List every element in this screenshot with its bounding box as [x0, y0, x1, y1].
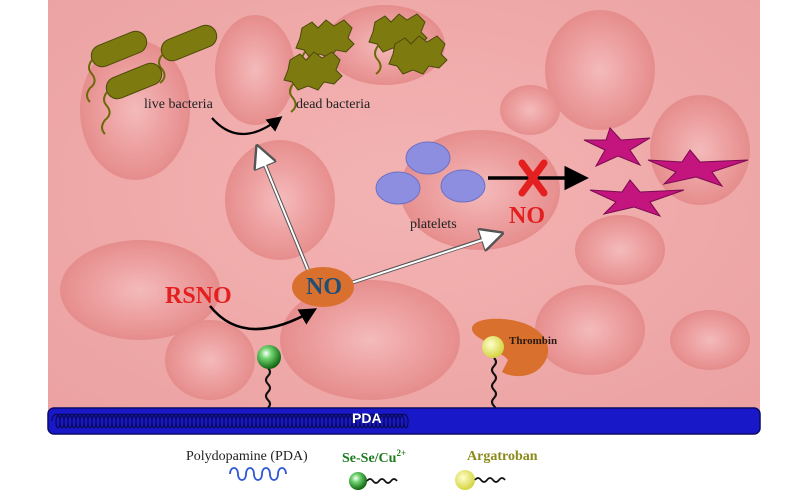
live-bacteria-group [86, 24, 218, 135]
legend-polydopamine-label: Polydopamine (PDA) [186, 449, 308, 464]
inhibit-x-icon [518, 159, 548, 197]
no-to-bacteria-arrow-inner [259, 152, 309, 271]
rsno-to-no-arrow [209, 305, 318, 331]
dead-bacteria-group [283, 13, 448, 113]
star-icon [647, 149, 749, 187]
pda-coil-texture [51, 413, 409, 429]
platelet [405, 141, 451, 175]
star-icon [589, 179, 685, 217]
no-center-label: NO [306, 274, 342, 300]
thrombin-body [471, 318, 549, 377]
dead-bacterium [388, 35, 448, 75]
thrombin-label: Thrombin [509, 335, 558, 347]
pda-label: PDA [352, 410, 382, 426]
kill-arrow [211, 116, 283, 136]
legend-sese-linker-icon [366, 478, 398, 484]
live-bacterium [101, 62, 163, 135]
no-ellipse [292, 267, 354, 307]
rsno-label: RSNO [165, 283, 232, 309]
legend-sese-sphere-icon [349, 472, 367, 490]
argatroban-linker [491, 357, 497, 415]
no-to-platelets-arrow-inner [347, 235, 496, 285]
dead-bacteria-label: dead bacteria [296, 97, 371, 112]
legend-sese-sup: 2+ [396, 448, 407, 458]
platelet [375, 171, 421, 205]
live-bacterium [158, 24, 218, 84]
platelets-group [375, 141, 486, 205]
legend-sese-label: Se-Se/Cu2+ [342, 449, 406, 466]
argatroban-sphere [482, 336, 504, 358]
legend-pda-coil-icon [229, 467, 287, 481]
platelets-label: platelets [410, 217, 457, 232]
aggregated-platelets [583, 127, 749, 217]
legend-argatroban-label: Argatroban [467, 449, 538, 464]
live-bacteria-label: live bacteria [144, 97, 213, 112]
live-bacterium [86, 30, 148, 103]
legend-sese-base: Se-Se/Cu [342, 451, 397, 466]
dead-bacterium [283, 51, 343, 113]
star-icon [583, 127, 651, 168]
sese-sphere [257, 345, 281, 369]
legend-argatroban-linker-icon [474, 477, 506, 483]
legend-argatroban-sphere-icon [455, 470, 475, 490]
platelet [440, 169, 486, 203]
no-inhibit-label: NO [509, 203, 545, 229]
